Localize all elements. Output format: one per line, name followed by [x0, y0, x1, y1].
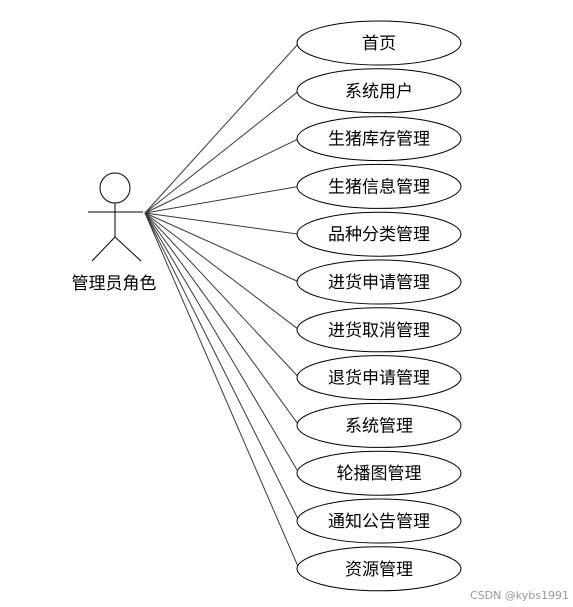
use-case-label: 系统用户: [345, 82, 413, 102]
use-case: 品种分类管理: [296, 211, 462, 257]
association-line: [144, 138, 300, 214]
use-case: 首页: [296, 20, 462, 66]
use-case-label: 进货申请管理: [328, 273, 430, 293]
use-case-ellipse: [296, 259, 462, 305]
use-case-ellipse: [296, 68, 462, 114]
use-case-ellipse: [296, 450, 462, 496]
association-line: [144, 212, 300, 235]
association-line: [144, 90, 300, 214]
use-case: 系统用户: [296, 68, 462, 114]
use-case: 资源管理: [296, 546, 462, 592]
use-case-label: 资源管理: [345, 560, 413, 580]
use-case-label: 进货取消管理: [328, 321, 430, 341]
watermark: CSDN @kybs1991: [470, 589, 569, 602]
association-line: [144, 212, 300, 426]
use-case-list: 首页系统用户生猪库存管理生猪信息管理品种分类管理进货申请管理进货取消管理退货申请…: [296, 20, 462, 592]
use-case-ellipse: [296, 498, 462, 544]
use-case-ellipse: [296, 402, 462, 448]
use-case: 进货申请管理: [296, 259, 462, 305]
association-line: [144, 185, 300, 214]
use-case-ellipse: [296, 163, 462, 209]
use-case-label: 轮播图管理: [337, 464, 422, 484]
use-case: 轮播图管理: [296, 450, 462, 496]
use-case: 生猪库存管理: [296, 116, 462, 162]
use-case: 生猪信息管理: [296, 163, 462, 209]
use-case: 进货取消管理: [296, 307, 462, 353]
association-line: [144, 212, 300, 378]
use-case-ellipse: [296, 307, 462, 353]
actor-admin: 管理员角色: [72, 172, 157, 294]
use-case-ellipse: [296, 116, 462, 162]
association-line: [144, 212, 300, 569]
association-line: [144, 212, 300, 331]
use-case-label: 生猪信息管理: [328, 177, 430, 197]
actor-label: 管理员角色: [72, 274, 157, 294]
use-case-label: 退货申请管理: [328, 369, 430, 389]
actor-right-leg: [114, 236, 142, 262]
use-case-ellipse: [296, 211, 462, 257]
use-case-ellipse: [296, 355, 462, 401]
use-case-ellipse: [296, 546, 462, 592]
association-lines: [144, 42, 300, 569]
association-line: [144, 212, 300, 522]
use-case: 退货申请管理: [296, 355, 462, 401]
association-line: [144, 212, 300, 474]
use-case-label: 通知公告管理: [328, 512, 430, 532]
use-case-label: 品种分类管理: [328, 225, 430, 245]
association-line: [144, 42, 300, 214]
use-case-ellipse: [296, 20, 462, 66]
actor-head: [99, 172, 131, 204]
use-case-label: 首页: [362, 34, 396, 54]
association-line: [144, 212, 300, 283]
use-case: 系统管理: [296, 402, 462, 448]
use-case-label: 生猪库存管理: [328, 130, 430, 150]
use-case-label: 系统管理: [345, 416, 413, 436]
use-case: 通知公告管理: [296, 498, 462, 544]
actor-left-leg: [91, 236, 116, 262]
